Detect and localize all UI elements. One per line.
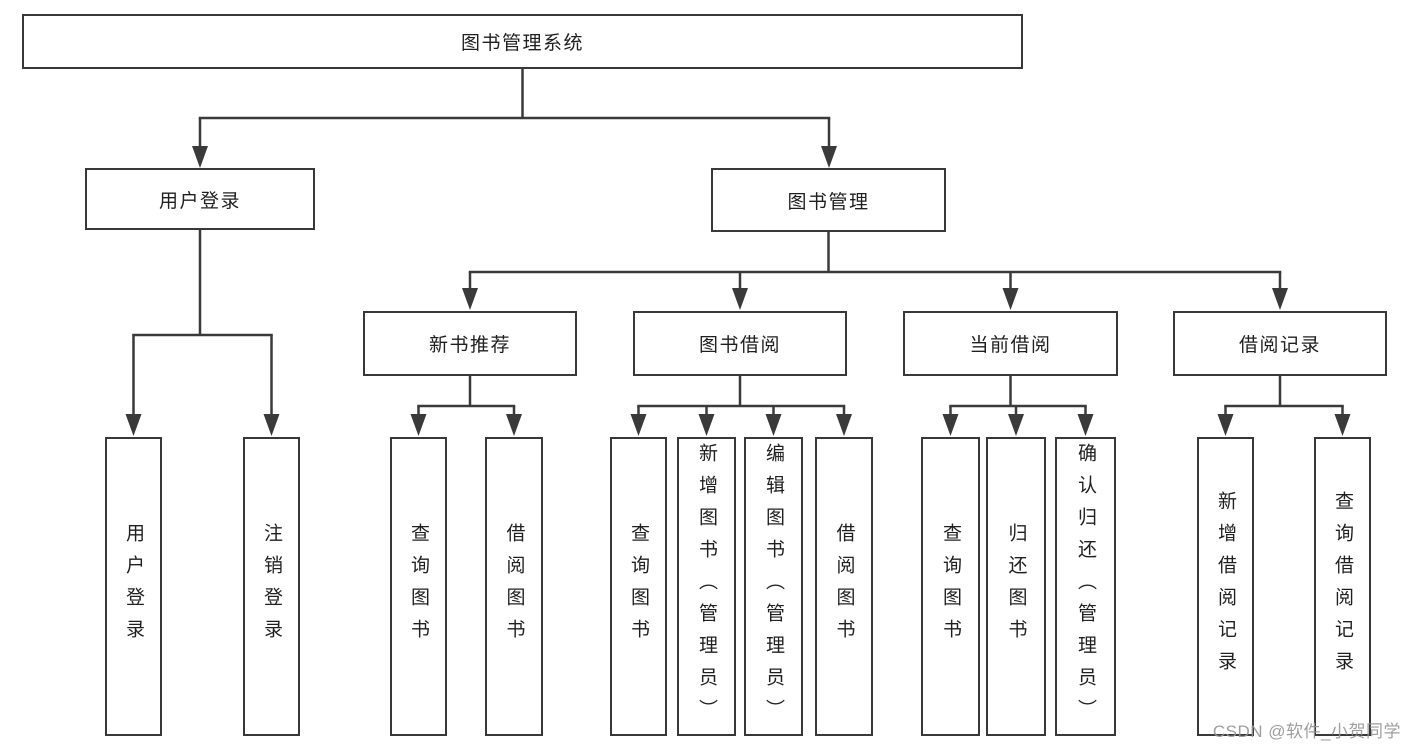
leaf-edit-book-admin: 编辑图书（管理员） [744,437,803,736]
edge-borrowrecords-to-leaves [1217,375,1351,436]
node-label: 新增借阅记录 [1215,490,1236,683]
node-label: 用户登录 [158,190,241,212]
node-label: 借阅记录 [1238,335,1321,356]
node-root-system: 图书管理系统 [22,14,1023,69]
node-label: 图书借阅 [698,335,781,356]
node-label: 查询借阅记录 [1332,490,1353,683]
leaf-return-book: 归还图书 [986,437,1046,736]
node-new-book-recommend: 新书推荐 [363,311,577,376]
node-label: 编辑图书（管理员） [763,442,784,731]
edge-currentborrow-to-leaves [942,375,1094,436]
edge-bookborrow-to-leaves [630,375,852,436]
node-book-management: 图书管理 [711,168,946,232]
node-label: 查询图书 [940,522,961,651]
node-label: 借阅图书 [503,522,525,651]
node-label: 图书管理系统 [460,33,584,54]
leaf-query-books-2: 查询图书 [610,437,667,736]
node-label: 确认归还（管理员） [1075,442,1096,731]
leaf-logout: 注销登录 [243,437,300,736]
node-user-login: 用户登录 [85,168,315,230]
edge-newbooks-to-leaves [410,375,522,436]
node-label: 借阅图书 [833,522,855,651]
node-label: 新增图书（管理员） [696,442,717,731]
edge-root-to-level2 [192,68,837,168]
node-label: 查询图书 [408,522,429,651]
node-label: 归还图书 [1005,522,1027,651]
node-label: 注销登录 [261,522,282,651]
leaf-query-books-3: 查询图书 [921,437,980,736]
edge-bookmgmt-to-level3 [462,231,1288,310]
node-borrow-records: 借阅记录 [1173,311,1387,376]
node-label: 图书管理 [787,191,870,213]
node-label: 新书推荐 [428,335,511,356]
leaf-query-borrow-record: 查询借阅记录 [1314,437,1371,736]
leaf-borrow-books-1: 借阅图书 [485,437,543,736]
csdn-watermark: CSDN @软件_小贺同学 [1212,722,1401,741]
node-label: 查询图书 [628,522,649,651]
node-label: 用户登录 [123,522,144,651]
node-book-borrow: 图书借阅 [633,311,847,376]
node-current-borrow: 当前借阅 [903,311,1118,376]
leaf-add-borrow-record: 新增借阅记录 [1197,437,1254,736]
leaf-query-books-1: 查询图书 [390,437,447,736]
leaf-user-login: 用户登录 [105,437,162,736]
leaf-add-book-admin: 新增图书（管理员） [677,437,736,736]
edge-userlogin-to-leaves [125,229,280,436]
leaf-confirm-return-admin: 确认归还（管理员） [1055,437,1116,736]
leaf-borrow-books-2: 借阅图书 [815,437,873,736]
node-label: 当前借阅 [969,335,1052,356]
